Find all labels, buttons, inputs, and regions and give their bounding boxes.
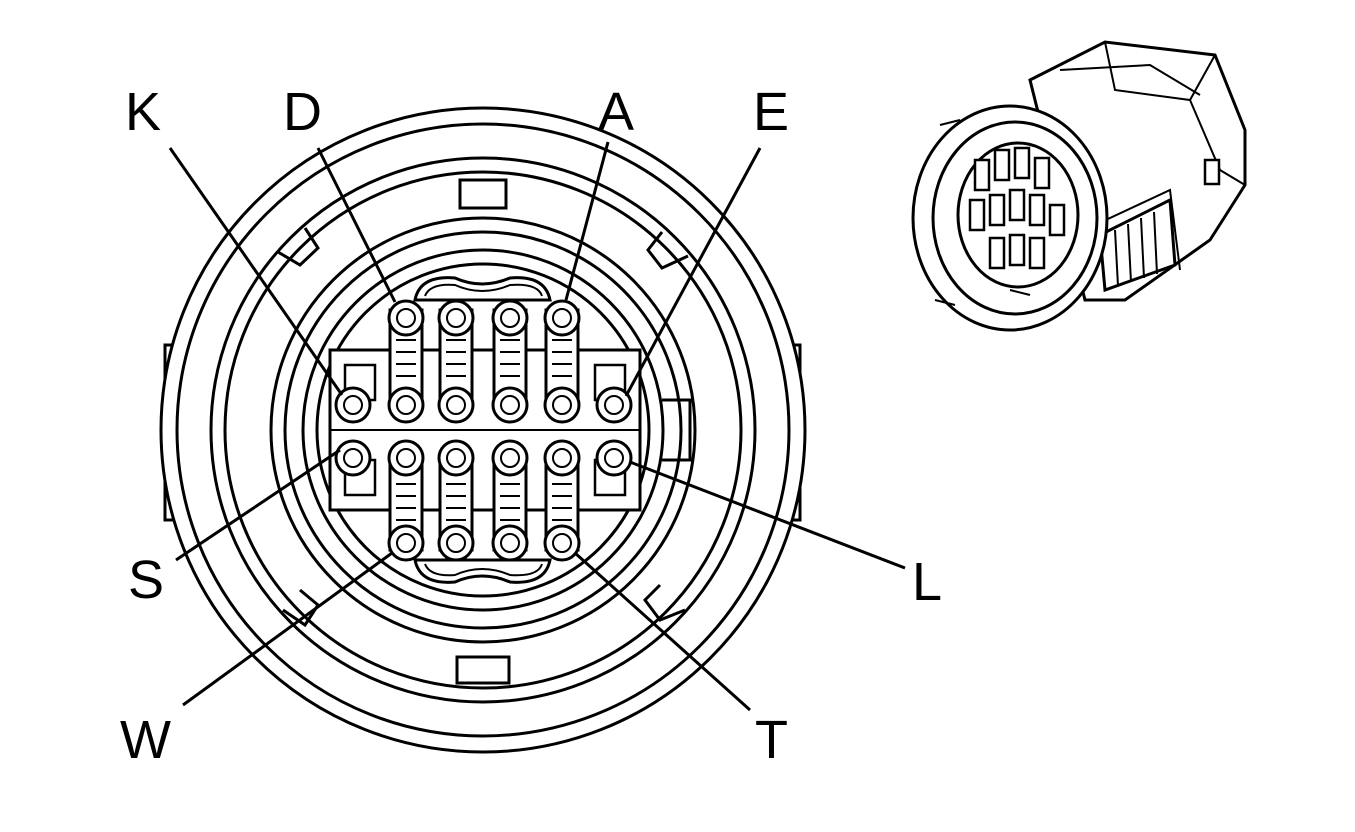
leader-w xyxy=(182,551,393,707)
bottom-row-cavities xyxy=(387,524,581,562)
top-key xyxy=(458,178,508,210)
lower-middle-row-cavities xyxy=(334,439,633,477)
pin-label-l: L xyxy=(912,552,942,612)
pin-label-s: S xyxy=(128,550,164,610)
upper-middle-row-cavities xyxy=(334,386,633,424)
top-wave-lobe xyxy=(413,276,552,302)
leader-k xyxy=(168,147,344,396)
leader-a xyxy=(564,141,610,301)
leader-t xyxy=(573,551,752,712)
leader-d xyxy=(316,147,397,303)
isometric-cavities xyxy=(968,146,1066,270)
right-key xyxy=(662,398,692,462)
bottom-wave-lobe xyxy=(413,558,552,584)
pin-label-t: T xyxy=(755,710,788,770)
connector-isometric-view xyxy=(911,40,1247,332)
connector-face-view xyxy=(159,106,807,754)
bottom-key xyxy=(455,655,511,685)
leader-l xyxy=(629,460,906,570)
pin-label-k: K xyxy=(125,82,161,142)
top-row-cavities xyxy=(387,299,581,337)
pin-label-e: E xyxy=(753,82,789,142)
leader-lines xyxy=(168,141,906,712)
leader-e xyxy=(624,147,762,397)
pin-label-w: W xyxy=(120,710,171,770)
leader-s xyxy=(175,448,341,562)
pin-label-a: A xyxy=(598,82,634,142)
pin-label-d: D xyxy=(283,82,322,142)
